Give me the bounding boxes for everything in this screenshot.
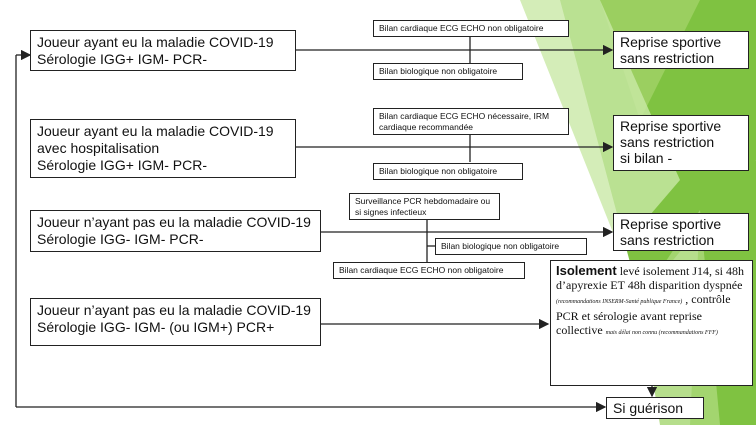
exam-label: Bilan cardiaque ECG ECHO nécessaire, IRM… [379, 111, 550, 132]
exam-bio-box-2: Bilan biologique non obligatoire [373, 163, 523, 180]
case-box-3: Joueur n’ayant pas eu la maladie COVID-1… [30, 210, 321, 252]
exam-label: Bilan cardiaque ECG ECHO non obligatoire [379, 23, 544, 33]
exam-label: Bilan biologique non obligatoire [379, 166, 498, 176]
case-line: Sérologie IGG- IGM- PCR- [37, 231, 204, 247]
case-box-2: Joueur ayant eu la maladie COVID-19 avec… [30, 119, 296, 178]
exam-cardiac-box-3: Bilan cardiaque ECG ECHO non obligatoire [333, 262, 525, 279]
exam-label: Bilan cardiaque ECG ECHO non obligatoire [339, 265, 504, 275]
final-outcome-box: Si guérison [606, 397, 704, 419]
exam-label: Bilan biologique non obligatoire [379, 66, 498, 76]
case-line: Sérologie IGG- IGM- (ou IGM+) PCR+ [37, 319, 275, 335]
case-line: Joueur ayant eu la maladie COVID-19 [37, 123, 274, 139]
exam-label: Bilan biologique non obligatoire [441, 241, 560, 251]
exam-bio-box-1: Bilan biologique non obligatoire [373, 63, 523, 80]
outcome-line: Reprise sportive [620, 34, 722, 50]
isolation-box: Isolement levé isolement J14, si 48h d’a… [550, 260, 753, 386]
outcome-line: sans restriction [620, 50, 715, 66]
final-outcome-label: Si guérison [613, 400, 684, 416]
exam-cardiac-box-2: Bilan cardiaque ECG ECHO nécessaire, IRM… [373, 108, 569, 135]
exam-pcr-box-3: Surveillance PCR hebdomadaire ou si sign… [349, 193, 500, 220]
outcome-box-2: Reprise sportive sans restriction si bil… [613, 115, 749, 171]
case-line: Joueur n’ayant pas eu la maladie COVID-1… [37, 302, 311, 318]
outcome-box-3: Reprise sportive sans restriction [613, 213, 749, 251]
outcome-line: sans restriction [620, 232, 715, 248]
isolation-text-2: , contrôle PCR et sérologie avant repris… [556, 292, 731, 337]
isolation-text-1: levé isolement J14, si 48h d’apyrexie ET… [556, 264, 745, 292]
exam-cardiac-box-1: Bilan cardiaque ECG ECHO non obligatoire [373, 20, 569, 37]
exam-bio-box-3: Bilan biologique non obligatoire [435, 238, 587, 255]
outcome-line: Reprise sportive [620, 216, 722, 232]
isolation-note-2: mais délai non connu (recommandations FF… [605, 330, 718, 336]
outcome-line: sans restriction [620, 134, 715, 150]
outcome-line: si bilan - [620, 150, 673, 166]
case-line: Sérologie IGG+ IGM- PCR- [37, 51, 207, 67]
exam-label: Surveillance PCR hebdomadaire ou si sign… [355, 196, 491, 217]
case-box-4: Joueur n’ayant pas eu la maladie COVID-1… [30, 298, 321, 346]
isolation-note-1: (recommandations INSERM-Santé publique F… [556, 299, 683, 305]
case-line: Sérologie IGG+ IGM- PCR- [37, 157, 207, 173]
outcome-line: Reprise sportive [620, 118, 722, 134]
case-line: Joueur n’ayant pas eu la maladie COVID-1… [37, 214, 311, 230]
case-line: avec hospitalisation [37, 140, 160, 156]
case-box-1: Joueur ayant eu la maladie COVID-19 Séro… [30, 30, 296, 71]
case-line: Joueur ayant eu la maladie COVID-19 [37, 34, 274, 50]
isolation-title: Isolement [556, 263, 617, 278]
outcome-box-1: Reprise sportive sans restriction [613, 31, 749, 69]
